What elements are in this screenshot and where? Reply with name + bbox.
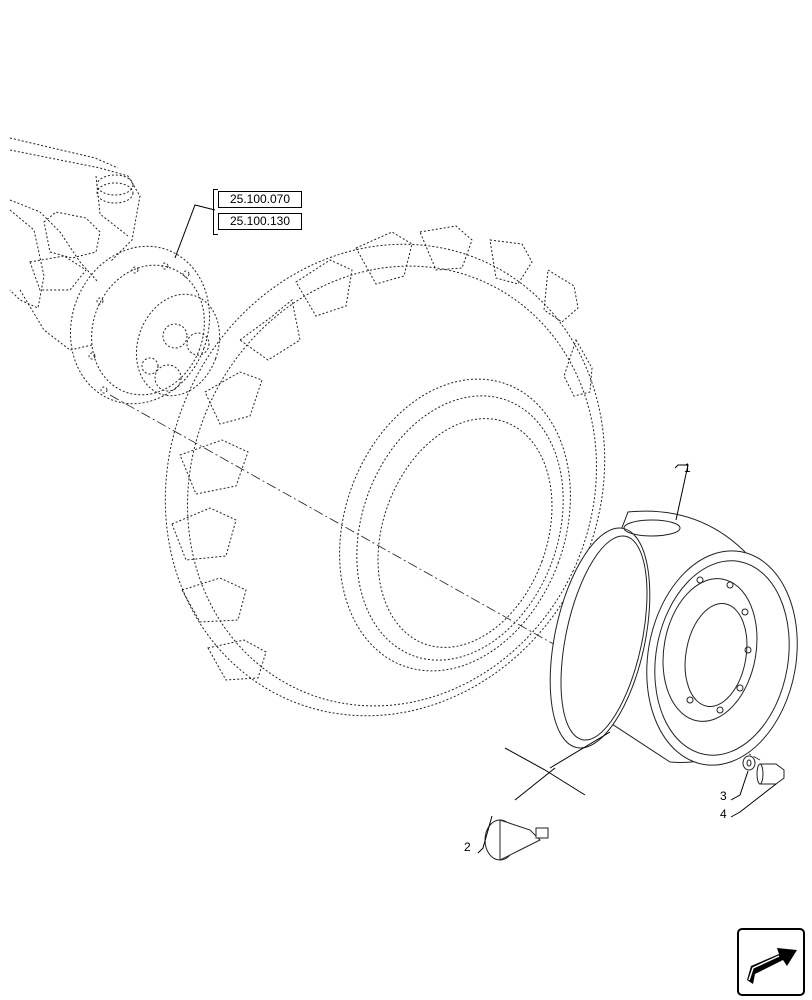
reference-bracket [213, 189, 218, 235]
axle-housing [9, 137, 141, 351]
callout-4: 4 [720, 807, 727, 821]
planetary-hub [69, 245, 221, 405]
next-page-button[interactable] [737, 928, 805, 996]
tire [164, 225, 606, 717]
callout-1: 1 [684, 461, 691, 475]
leader-lines [174, 204, 777, 854]
reference-box-2[interactable]: 25.100.130 [218, 213, 302, 230]
washer [742, 755, 756, 771]
reference-box-1[interactable]: 25.100.070 [218, 191, 302, 208]
wheel-bolt [756, 763, 785, 785]
next-page-arrow-icon [747, 948, 797, 984]
callout-3: 3 [720, 789, 727, 803]
wheel-rim [549, 510, 798, 766]
callout-2: 2 [464, 840, 471, 854]
valve [484, 819, 549, 861]
